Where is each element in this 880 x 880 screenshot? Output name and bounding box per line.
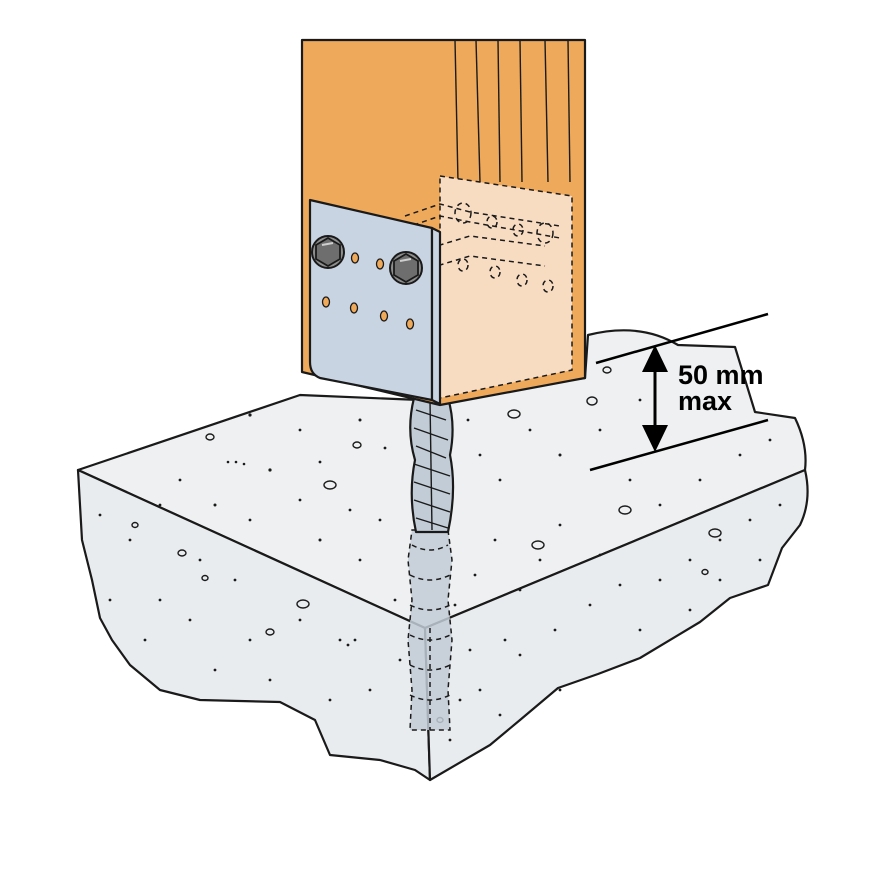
footing-left-face xyxy=(76,468,432,782)
rebar-embedded-ribs xyxy=(409,544,451,730)
dimension-qualifier-label: max xyxy=(678,386,732,416)
rebar-exposed-ribs xyxy=(413,399,451,531)
steel-post-base-bracket xyxy=(308,198,442,406)
hidden-bolt-channel-1 xyxy=(429,235,546,249)
footing-right-face xyxy=(423,468,809,782)
concrete-aggregate-pebbles xyxy=(131,366,722,724)
hex-bolt-icon xyxy=(311,235,345,269)
dimension-upper-reference-line xyxy=(595,312,769,365)
bracket-base-flange xyxy=(430,226,442,406)
hidden-fastener-holes xyxy=(454,202,554,293)
hex-bolt-icon xyxy=(389,251,423,285)
hidden-bolt-channel-2 xyxy=(429,255,546,269)
dimension-value-label: 50 mm xyxy=(678,360,764,390)
hidden-plate-top-lower xyxy=(404,215,561,239)
bracket-fastener-holes xyxy=(321,252,415,330)
threaded-rebar-anchor xyxy=(407,396,455,731)
dimension-lower-reference-line xyxy=(589,418,769,472)
post-grain-lines xyxy=(454,39,571,183)
concrete-aggregate-dots xyxy=(98,398,782,742)
hidden-plate-top xyxy=(404,203,561,227)
clearance-dimension: 50 mm max xyxy=(589,312,769,472)
double-headed-arrow-icon xyxy=(642,345,668,452)
